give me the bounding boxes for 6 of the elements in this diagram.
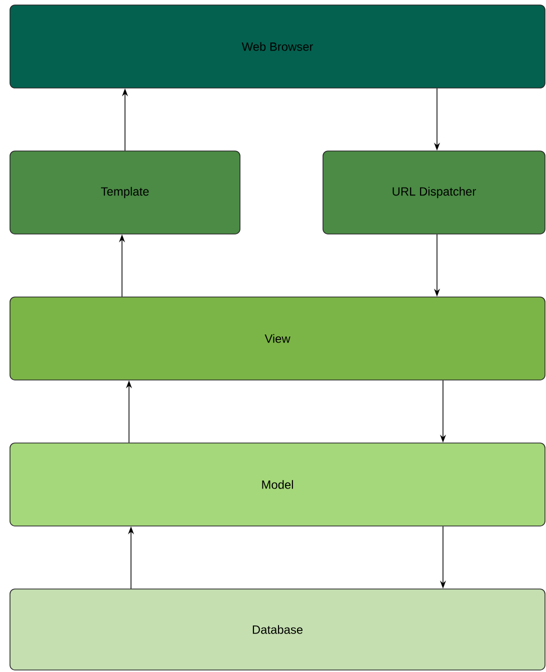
process-box: Database bbox=[10, 588, 546, 670]
process-box: Template bbox=[10, 150, 240, 234]
process-box: Web Browser bbox=[10, 4, 546, 88]
process-box: Model bbox=[10, 442, 546, 526]
process-box: View bbox=[10, 296, 546, 380]
process-box: URL Dispatcher bbox=[322, 150, 546, 234]
